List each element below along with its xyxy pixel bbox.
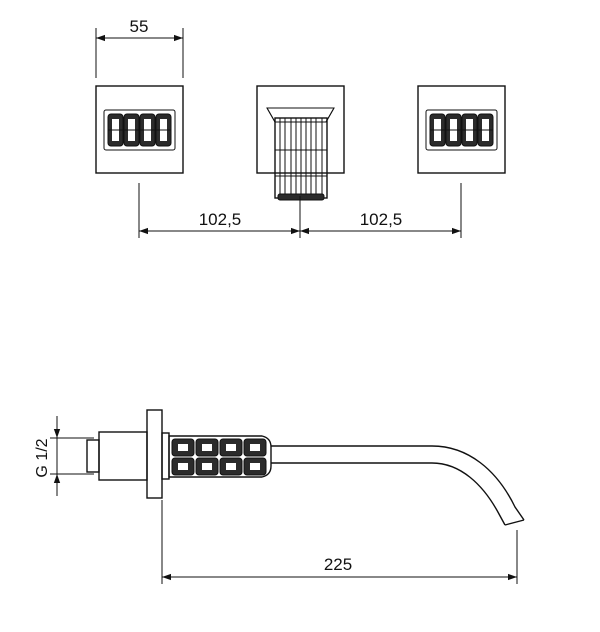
thread-dimension: G 1/2 [34,416,94,496]
side-view: G 1/2 [34,409,525,584]
spout-top-view [256,85,345,201]
left-handle-top-view [95,85,184,174]
length-dimension: 225 [161,500,518,584]
right-handle-top-view [417,85,506,174]
spout-tube [271,445,525,526]
spacing-left-label: 102,5 [199,210,242,229]
left-handle-knurl [107,113,172,147]
wall-connector [86,409,170,499]
spacing-right-label: 102,5 [360,210,403,229]
width-dimension-label: 55 [130,17,149,36]
width-dimension: 55 [95,17,184,78]
right-handle-knurl [429,113,494,147]
spacing-dimension: 102,5 102,5 [138,183,462,238]
spout-grip [168,435,272,478]
length-dimension-label: 225 [324,555,352,574]
top-view: 55 [95,17,506,238]
spout-knurl [274,117,328,201]
thread-label: G 1/2 [34,438,51,477]
